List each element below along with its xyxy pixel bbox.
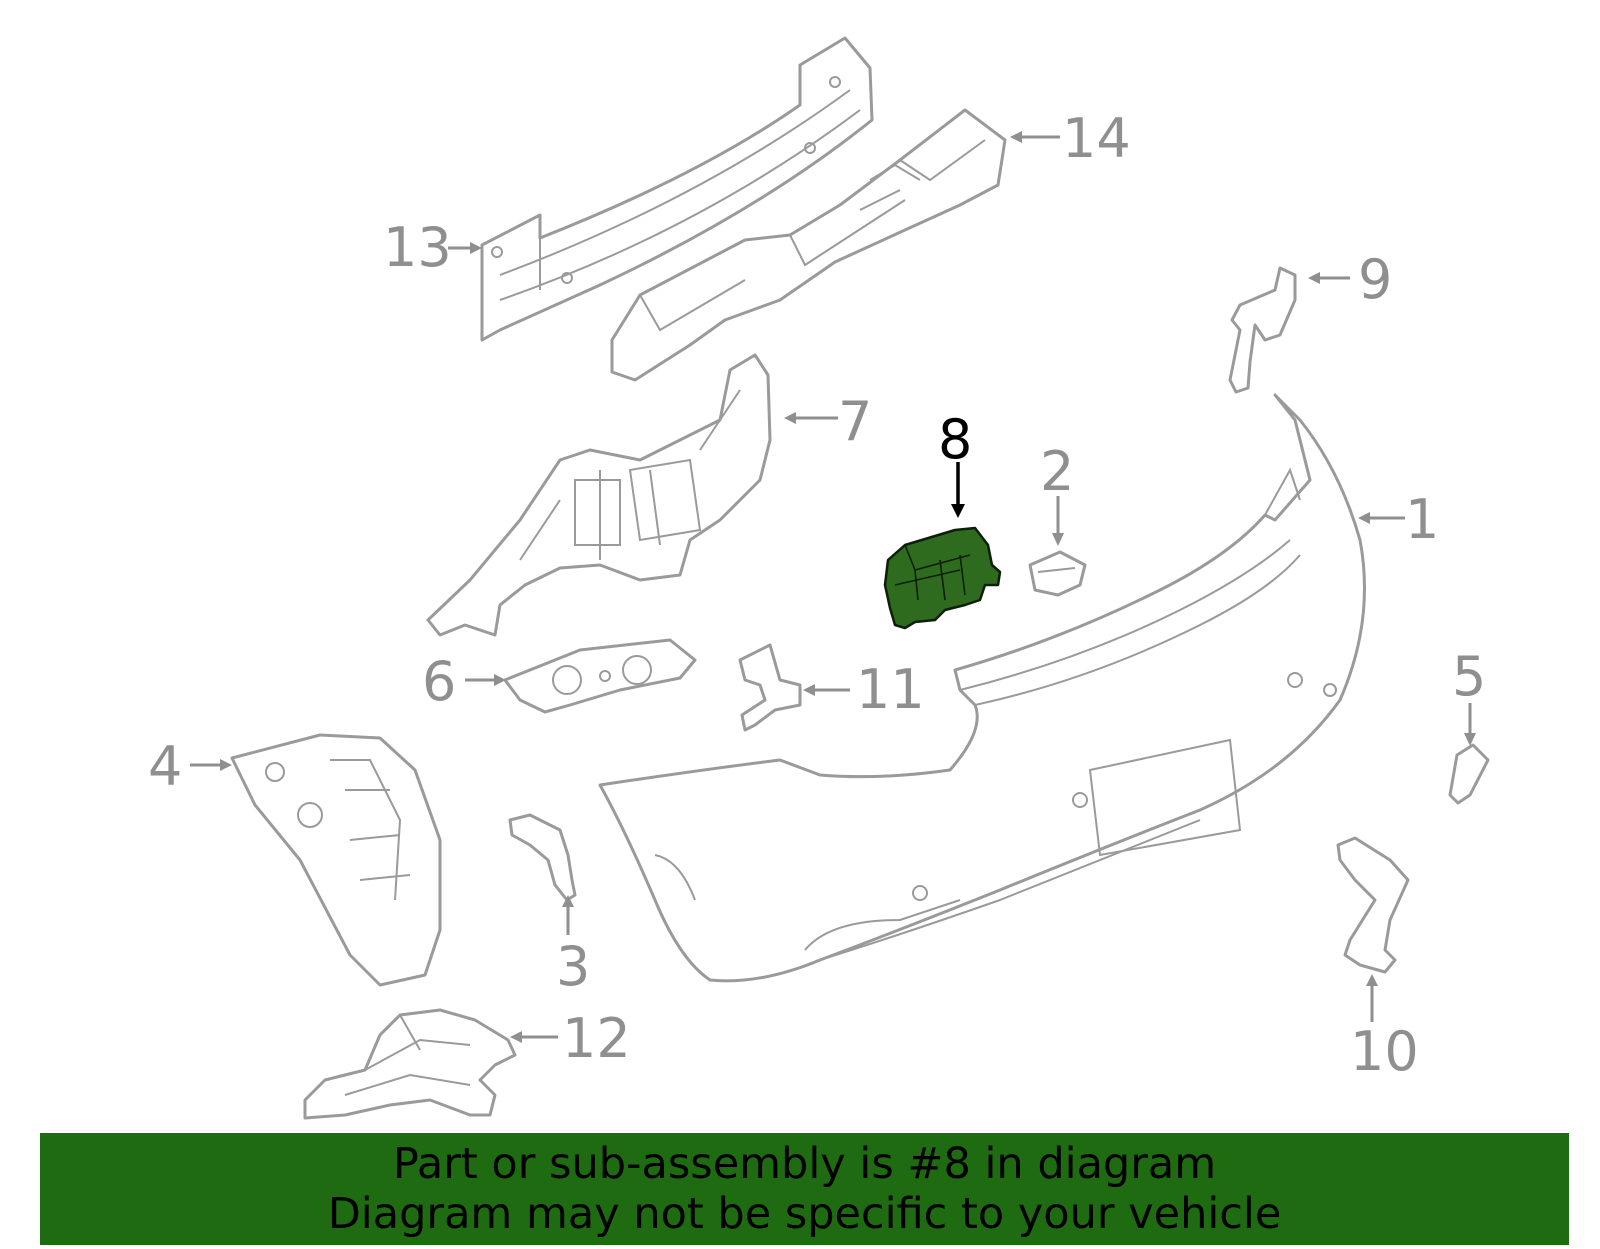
svg-text:8: 8 [938, 408, 972, 471]
svg-text:7: 7 [838, 390, 872, 453]
callout-5: 5 [1452, 645, 1486, 746]
part-13-reinforcement-beam [480, 36, 874, 342]
part-10-bracket [1336, 836, 1410, 974]
callout-2: 2 [1040, 440, 1074, 546]
callout-10: 10 [1350, 974, 1419, 1083]
callout-7: 7 [784, 390, 872, 453]
part-12-lower-bracket [303, 1008, 517, 1120]
part-6-bracket [503, 638, 697, 714]
svg-text:1: 1 [1405, 488, 1439, 551]
callout-12: 12 [510, 1007, 631, 1070]
callout-13: 13 [383, 216, 482, 279]
part-1-bumper-cover [598, 393, 1366, 983]
svg-text:5: 5 [1452, 645, 1486, 708]
banner-line-2: Diagram may not be specific to your vehi… [327, 1189, 1282, 1239]
callout-3: 3 [556, 895, 590, 998]
svg-text:13: 13 [383, 216, 452, 279]
callout-1: 1 [1358, 488, 1439, 551]
svg-text:11: 11 [856, 658, 925, 721]
part-11-bracket [738, 643, 802, 732]
svg-text:6: 6 [422, 650, 456, 713]
svg-text:2: 2 [1040, 440, 1074, 503]
callout-6: 6 [422, 650, 506, 713]
part-5-clip [1448, 743, 1490, 805]
callout-8: 8 [938, 408, 972, 518]
part-3-bracket [508, 813, 577, 902]
svg-text:14: 14 [1062, 107, 1131, 170]
banner-line-1: Part or sub-assembly is #8 in diagram [392, 1139, 1217, 1189]
part-8-highlighted-bracket [883, 526, 1002, 630]
part-2-cap [1028, 550, 1087, 597]
svg-text:4: 4 [148, 735, 182, 798]
part-4-side-bracket [230, 733, 442, 987]
part-14-energy-absorber [610, 108, 1007, 382]
part-9-bracket [1228, 266, 1297, 394]
info-banner: Part or sub-assembly is #8 in diagram Di… [40, 1133, 1569, 1245]
callout-9: 9 [1308, 248, 1392, 311]
callout-4: 4 [148, 735, 232, 798]
svg-text:3: 3 [556, 935, 590, 998]
svg-text:9: 9 [1358, 248, 1392, 311]
part-7-lamp-bracket [426, 353, 772, 637]
callout-11: 11 [803, 658, 925, 721]
callout-14: 14 [1010, 107, 1131, 170]
svg-text:12: 12 [562, 1007, 631, 1070]
svg-text:10: 10 [1350, 1020, 1419, 1083]
